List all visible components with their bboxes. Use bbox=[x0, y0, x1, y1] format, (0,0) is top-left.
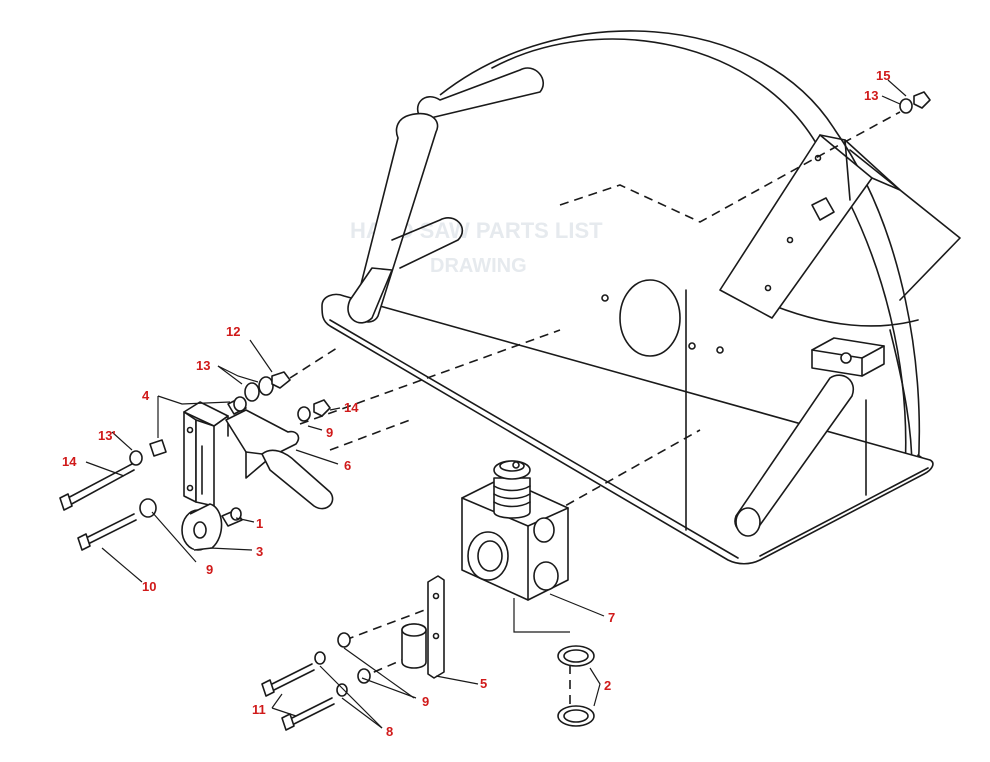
svg-text:DRAWING: DRAWING bbox=[430, 255, 527, 277]
callout-1: 1 bbox=[256, 516, 263, 531]
saw-guard bbox=[321, 30, 961, 565]
callout-9-left: 9 bbox=[206, 562, 213, 577]
callout-13-upper: 13 bbox=[196, 358, 210, 373]
callout-15: 15 bbox=[876, 68, 890, 83]
callout-6: 6 bbox=[344, 458, 351, 473]
callout-5: 5 bbox=[480, 676, 487, 691]
callout-10: 10 bbox=[142, 579, 156, 594]
callout-9-upper: 9 bbox=[326, 425, 333, 440]
callout-12: 12 bbox=[226, 324, 240, 339]
callout-4: 4 bbox=[142, 388, 150, 403]
spring-tensioner bbox=[461, 460, 569, 601]
callout-11: 11 bbox=[252, 702, 266, 717]
callout-labels: 1 2 3 4 5 6 7 8 9 9 9 10 11 12 13 13 13'… bbox=[62, 68, 890, 739]
callout-3: 3 bbox=[256, 544, 263, 559]
callout-13-topright: 13 bbox=[864, 88, 878, 103]
callout-14-left: 14 bbox=[62, 454, 77, 469]
callout-8: 8 bbox=[386, 724, 393, 739]
callout-14-right: 14 bbox=[344, 400, 359, 415]
callout-13-prime: 13' bbox=[98, 428, 116, 443]
roller-arm-assembly bbox=[59, 371, 334, 551]
leader-lines bbox=[85, 79, 907, 729]
callout-7: 7 bbox=[608, 610, 615, 625]
callout-2: 2 bbox=[604, 678, 611, 693]
callout-9-lower: 9 bbox=[422, 694, 429, 709]
